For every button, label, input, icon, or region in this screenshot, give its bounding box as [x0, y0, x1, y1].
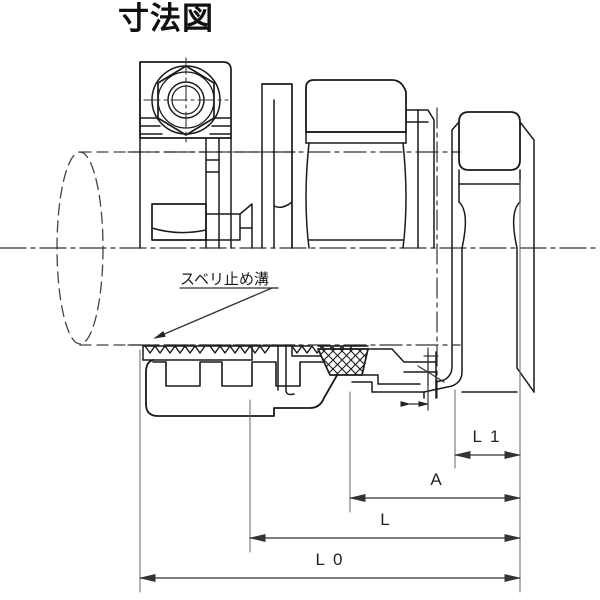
clamp-rib-neck	[205, 137, 220, 249]
bolt-washer-plates	[139, 117, 232, 135]
clamp-lower-lug	[151, 203, 253, 249]
rubber-gasket	[317, 345, 369, 376]
dimension-label-a: A	[430, 470, 443, 489]
center-flange-column	[261, 83, 293, 249]
dimension-label-l1: L 1	[472, 427, 501, 446]
page-title: 寸法図	[118, 1, 214, 37]
dimension-l1: L 1	[453, 427, 522, 460]
hex-bolt-head-icon	[143, 57, 229, 143]
callout-label-anti-slip-groove: スベリ止め溝	[180, 270, 269, 288]
dimension-l0: L 0	[138, 550, 522, 583]
callout-leader-line	[153, 287, 279, 339]
dimension-a: A	[348, 470, 522, 503]
dimension-label-l: L	[380, 510, 391, 529]
body-step-ring	[405, 109, 435, 249]
dimension-label-l0: L 0	[315, 550, 344, 569]
clamp-bolt-housing	[139, 61, 232, 249]
right-nut-lower-section	[423, 247, 535, 399]
dimension-group: L 1 A L L 0	[138, 427, 522, 583]
dimension-l: L	[248, 510, 522, 543]
clamp-lower-body-profile	[145, 345, 353, 417]
right-hex-nut	[451, 111, 535, 249]
small-gap-dimension	[400, 347, 445, 411]
anti-slip-serrations	[142, 345, 311, 361]
gasket-seat-washers	[351, 348, 437, 393]
gland-nut-body	[305, 79, 407, 249]
